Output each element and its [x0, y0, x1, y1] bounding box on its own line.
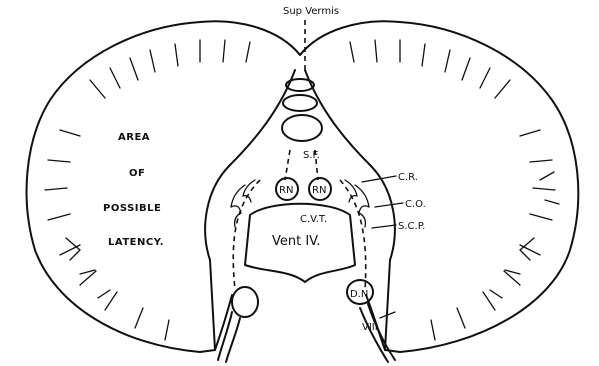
label-cr: C.R.: [398, 172, 418, 183]
label-co: C.O.: [405, 199, 426, 210]
label-area-line-2: OF: [129, 168, 145, 179]
leader-scp: [372, 225, 396, 228]
label-area-line-3: POSSIBLE: [103, 203, 161, 214]
label-sf: S.F.: [303, 150, 320, 161]
nerve-root-right: [360, 304, 395, 362]
label-vent: Vent IV.: [272, 234, 321, 249]
label-area-line-4: LATENCY.: [108, 237, 164, 248]
vessel-left: [66, 238, 110, 298]
label-area-line-1: AREA: [118, 132, 150, 143]
nerve-root-left: [218, 312, 240, 362]
leader-co: [375, 203, 403, 207]
label-sup-vermis: Sup Vermis: [283, 6, 339, 17]
label-viii: VIII: [362, 322, 378, 333]
label-dn: D.N: [350, 289, 368, 300]
label-cvt: C.V.T.: [300, 214, 327, 225]
label-rn-left: RN: [279, 185, 293, 196]
folia-lines: [45, 40, 555, 340]
vermis-lobule-1: [286, 79, 314, 91]
tract-left-inner: [285, 150, 290, 180]
vermis-lobule-3: [282, 115, 322, 141]
curled-nucleus-right: [345, 180, 369, 227]
label-rn-right: RN: [312, 185, 326, 196]
nucleus-left-lower: [232, 287, 258, 317]
label-scp: S.C.P.: [398, 221, 425, 232]
vermis-lobule-2: [283, 95, 317, 111]
vessel-right: [490, 172, 559, 298]
tract-left-outer: [233, 180, 260, 290]
